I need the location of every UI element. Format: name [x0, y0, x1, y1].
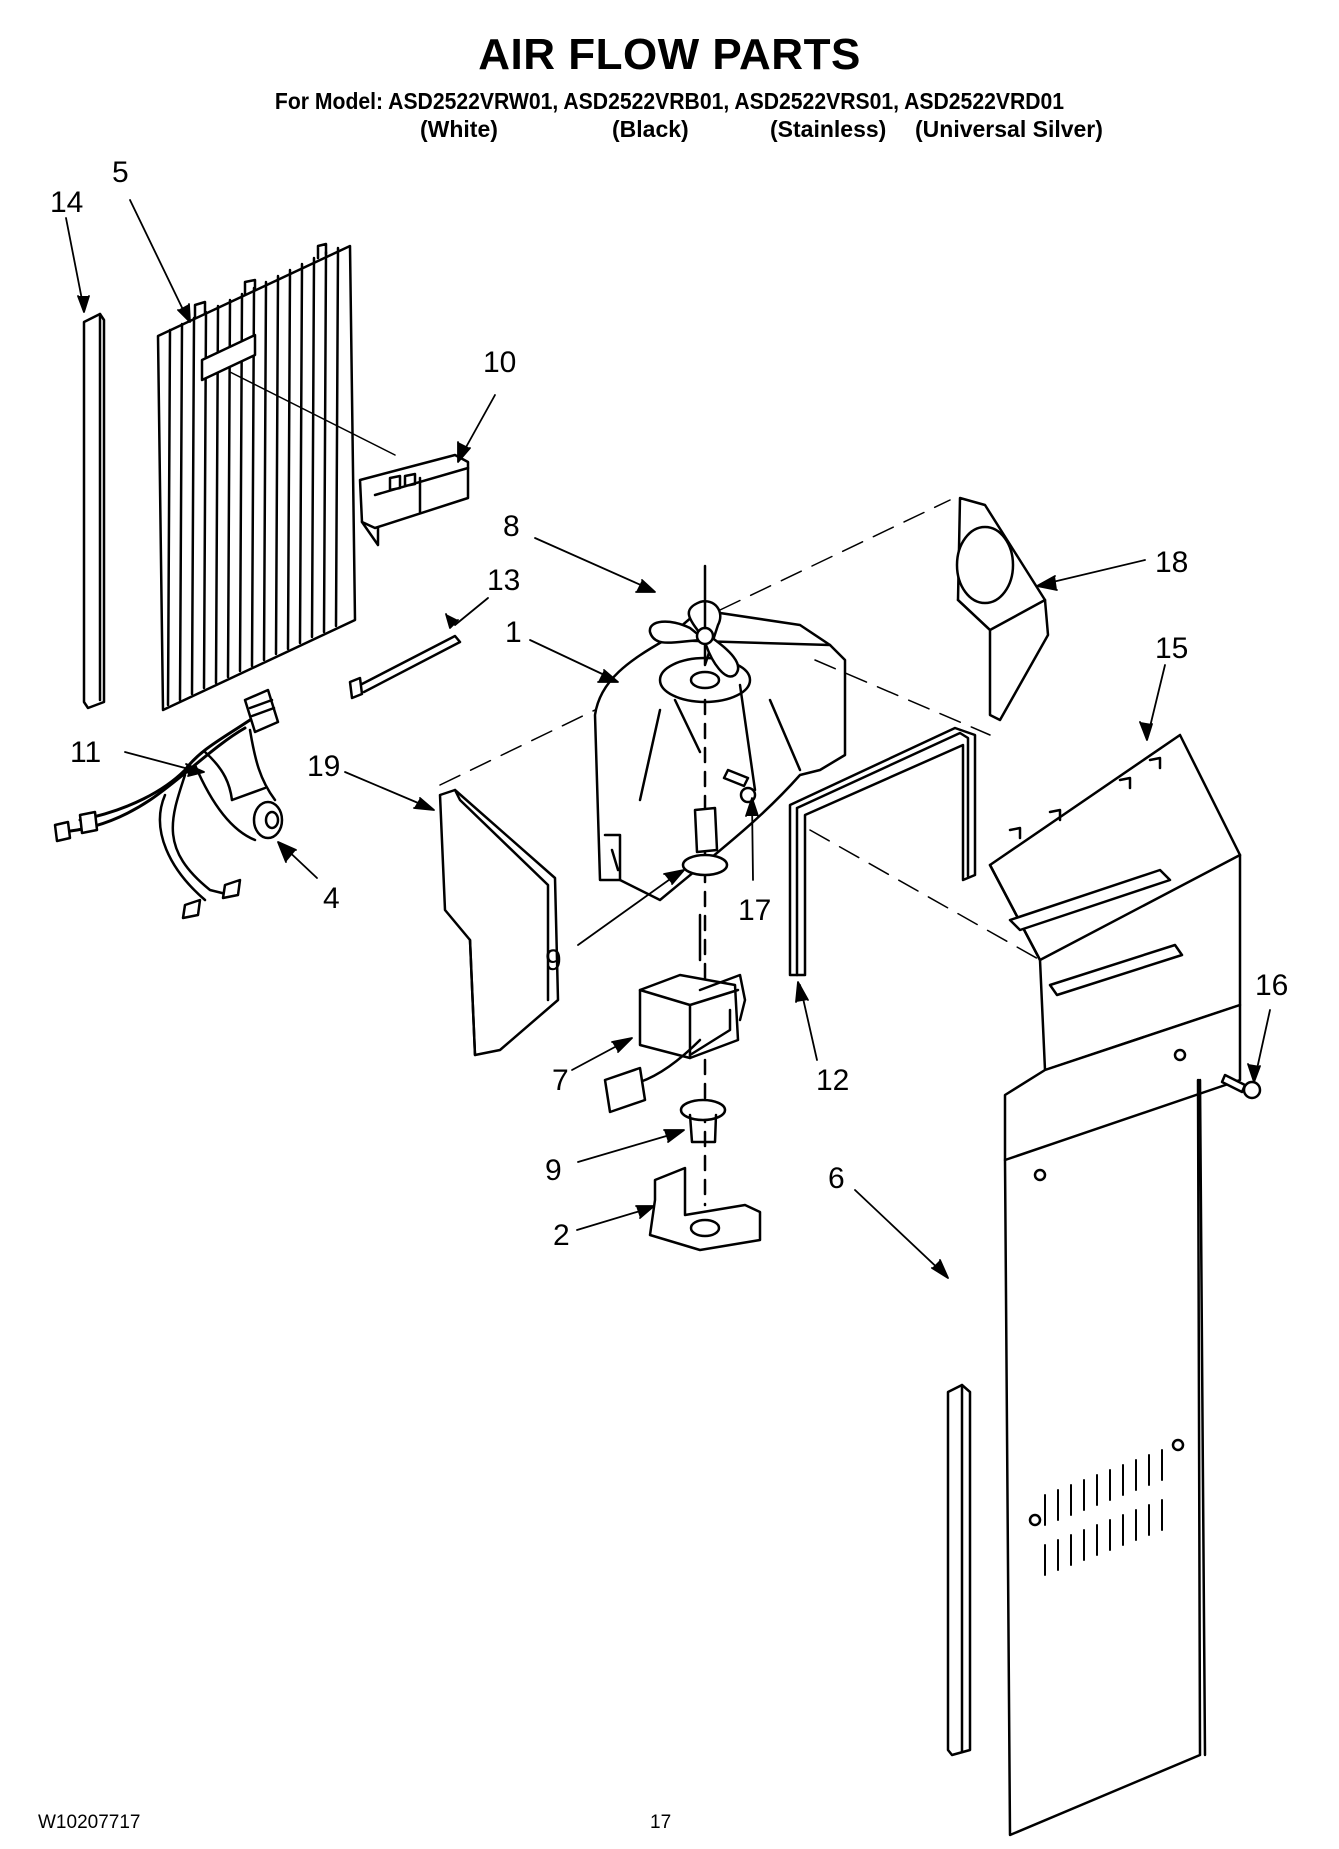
- part-4-grommet: [252, 800, 284, 840]
- callout-18: 18: [1155, 546, 1188, 579]
- callout-7: 7: [552, 1064, 569, 1097]
- part-15-duct-panel: [1003, 1003, 1242, 1837]
- callout-16: 16: [1255, 969, 1288, 1002]
- callout-19: 19: [307, 750, 340, 783]
- part-14-strip: [82, 312, 106, 710]
- callout-9-lower: 9: [545, 1154, 562, 1187]
- callout-1: 1: [505, 616, 522, 649]
- callout-15: 15: [1155, 632, 1188, 665]
- part-6-strip: [946, 1383, 972, 1757]
- part-8-fan-blade: [648, 564, 740, 678]
- callout-6: 6: [828, 1162, 845, 1195]
- page-title: AIR FLOW PARTS: [478, 30, 861, 79]
- part-15-duct-top: [988, 733, 1242, 1072]
- variant-black: (Black): [612, 116, 689, 142]
- callout-11: 11: [70, 736, 101, 769]
- variant-stainless: (Stainless): [770, 116, 887, 142]
- callout-5: 5: [112, 156, 129, 189]
- variant-white: (White): [420, 116, 498, 142]
- callout-4: 4: [323, 882, 340, 915]
- alignment-lines: [439, 499, 1041, 961]
- document-number: W10207717: [38, 1812, 141, 1833]
- part-13-cable-tie: [348, 634, 462, 700]
- callout-2: 2: [553, 1219, 570, 1252]
- leader-5-10: [229, 371, 396, 456]
- part-19-foam: [438, 788, 560, 1057]
- model-line: For Model: ASD2522VRW01, ASD2522VRB01, A…: [274, 88, 1065, 114]
- callout-13: 13: [487, 564, 520, 597]
- part-10-bracket: [358, 453, 470, 547]
- part-9-grommet-upper: [681, 806, 729, 877]
- page-number: 17: [650, 1812, 672, 1833]
- callout-14: 14: [50, 186, 83, 219]
- part-5-panel: [156, 242, 357, 712]
- variant-universal-silver: (Universal Silver): [915, 116, 1103, 142]
- callout-9-upper: 9: [545, 944, 562, 977]
- callout-leaders: [65, 199, 1271, 1279]
- part-9-grommet-lower: [679, 1098, 727, 1144]
- part-12-gasket: [788, 726, 977, 977]
- part-16-screw: [1220, 1073, 1262, 1100]
- part-7-motor: [603, 913, 747, 1114]
- part-18-baffle: [955, 496, 1050, 722]
- callout-8: 8: [503, 510, 520, 543]
- callout-10: 10: [483, 346, 516, 379]
- part-2-bracket: [648, 1166, 762, 1252]
- part-11-harness: [53, 688, 280, 920]
- callout-12: 12: [816, 1064, 849, 1097]
- callout-17: 17: [738, 894, 771, 927]
